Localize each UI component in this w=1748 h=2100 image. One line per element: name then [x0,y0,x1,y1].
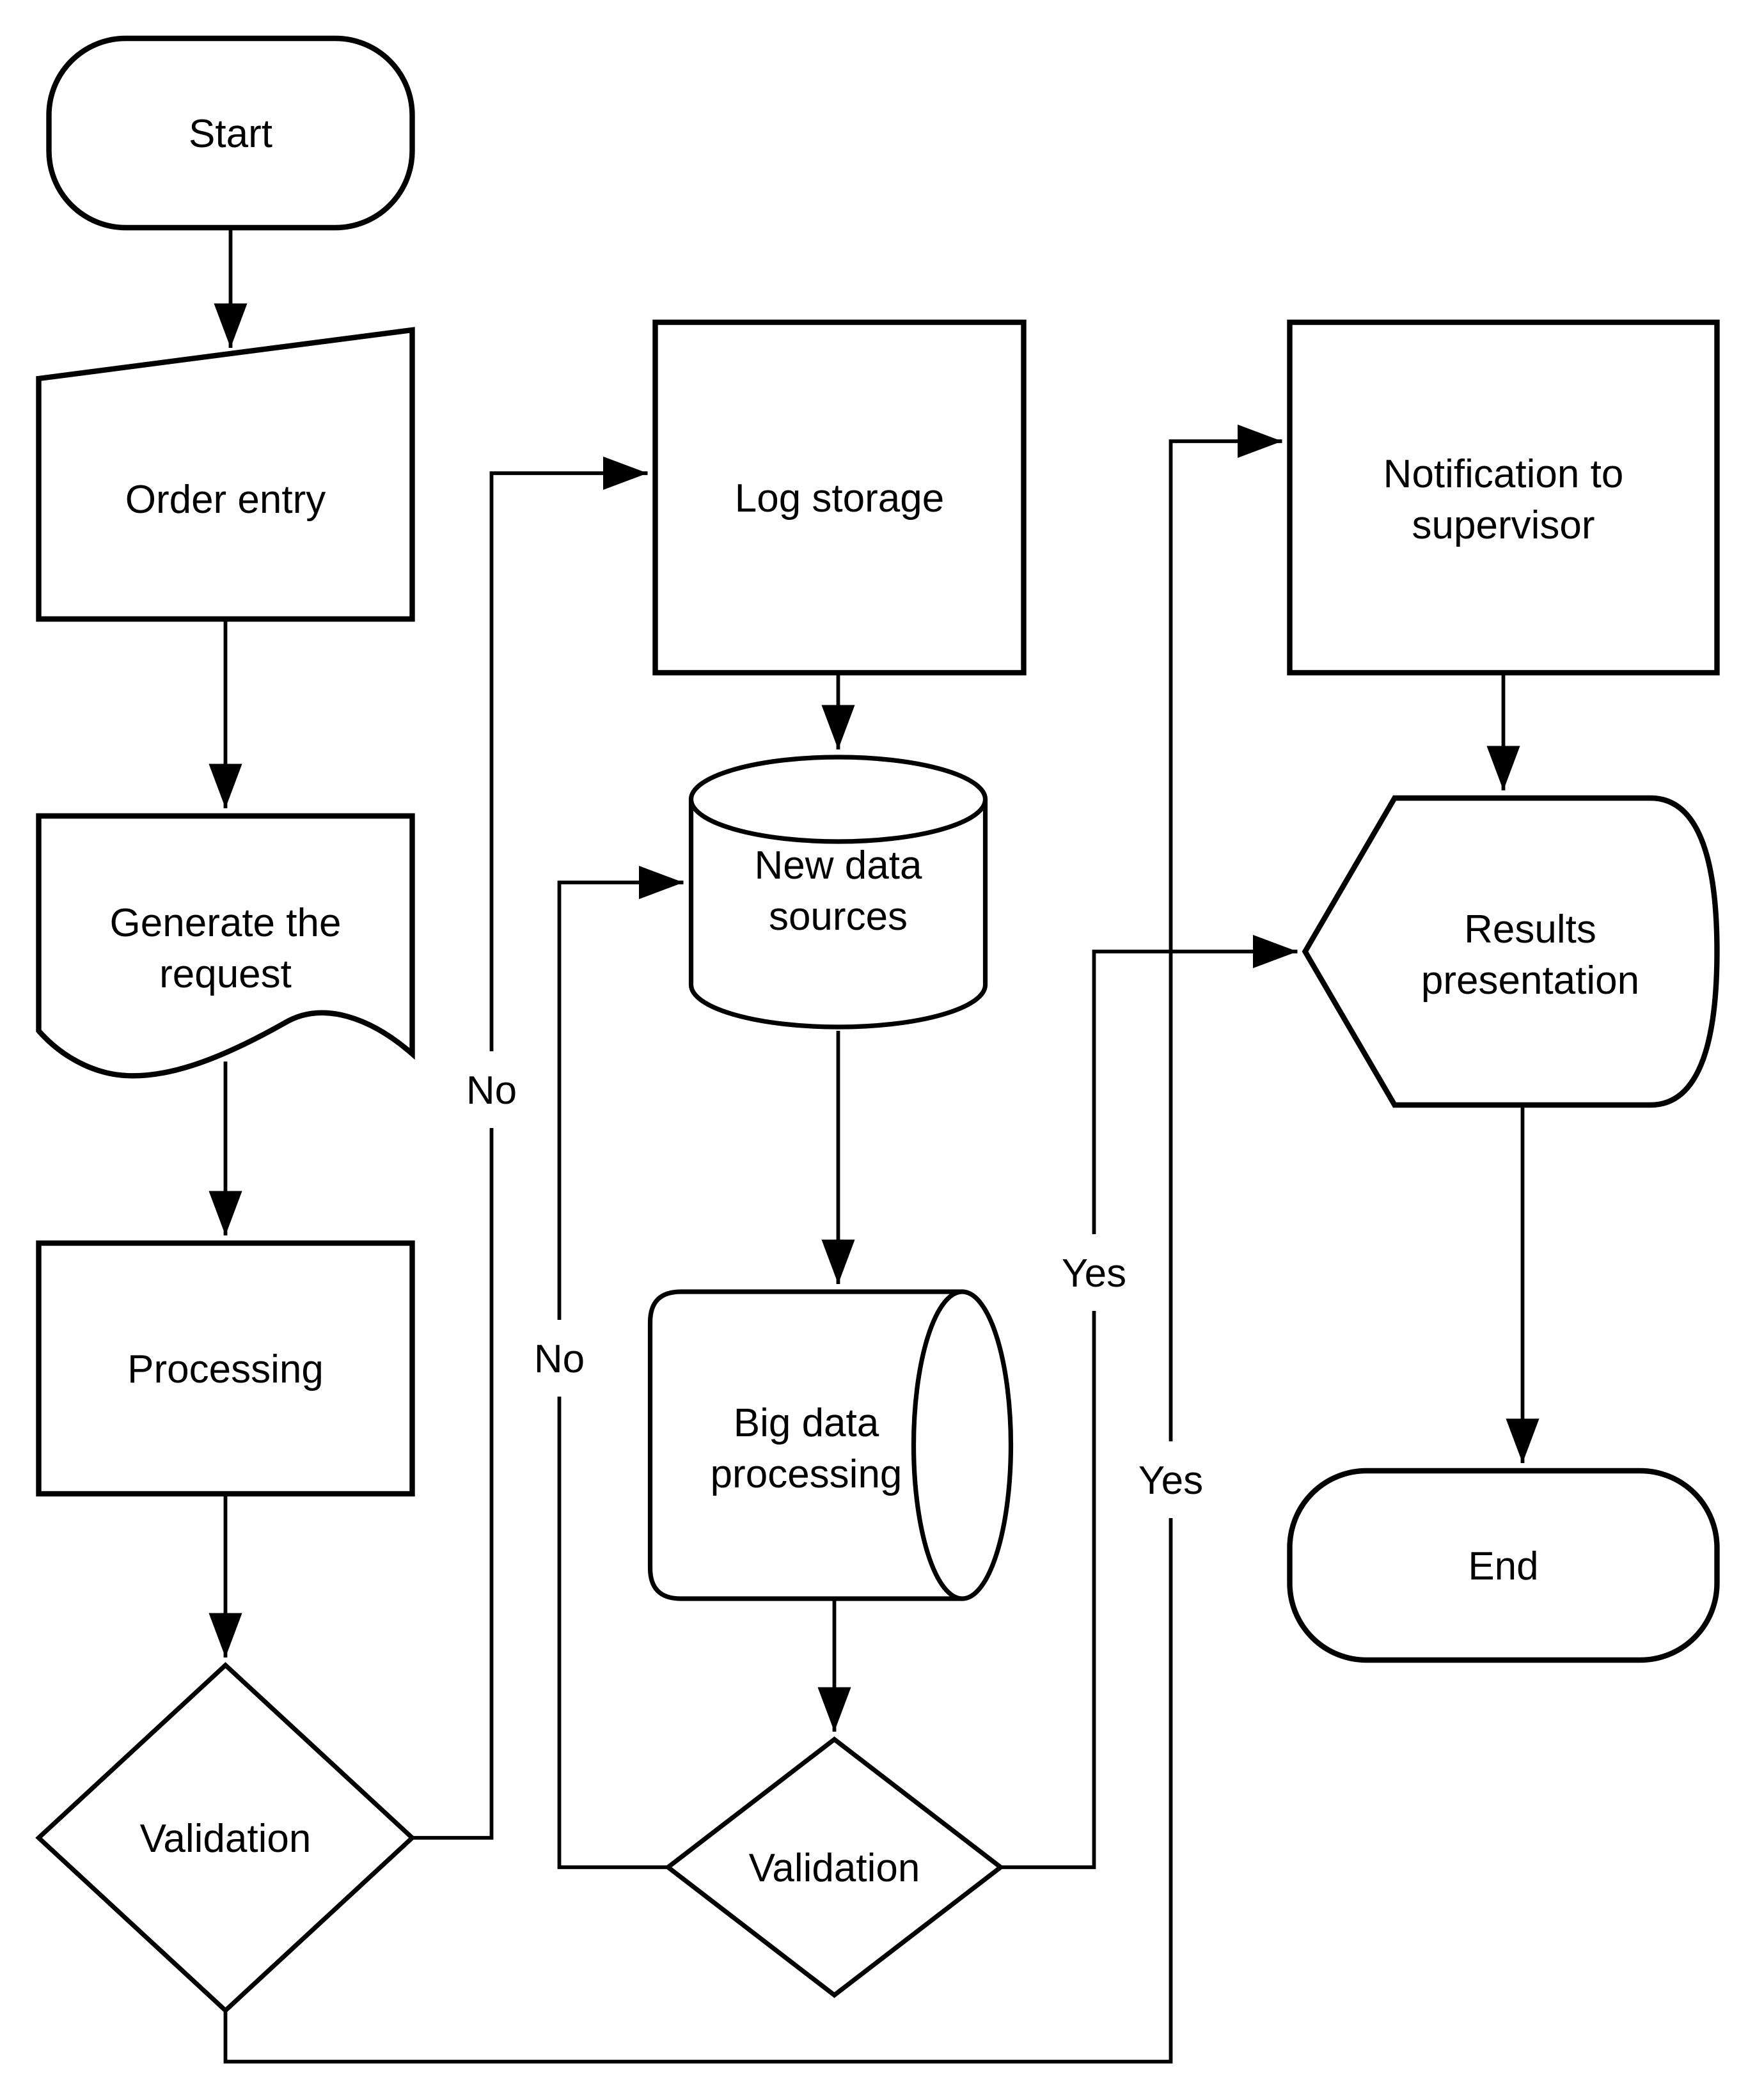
big-data-processing-label-line2: processing [711,1452,902,1496]
processing-rect-shape [36,1240,415,1497]
label-mask-no2 [516,1320,603,1397]
new-data-sources-cylinder-body [688,799,988,1030]
edge-label-yes-validation1: Yes [1138,1459,1203,1503]
order-entry-manual-input-shape [36,327,415,622]
node-notification: Notification to supervisor [1287,319,1720,676]
big-data-processing-label-line1: Big data [734,1401,879,1445]
node-validation1: Validation [35,1662,416,2014]
generate-request-label-line2: request [159,952,292,996]
notification-rect-shape [1287,319,1720,676]
node-start: Start [46,35,415,231]
edge-label-masks [448,1051,1224,1518]
edge-label-yes-validation2: Yes [1062,1251,1126,1296]
label-mask-yes1 [1041,1234,1147,1311]
log-storage-label: Log storage [735,476,944,521]
edge-validation1-yes-to-notification [223,424,1282,2064]
big-data-processing-cylinder-body [647,1289,963,1601]
start-label: Start [189,112,272,156]
node-log-storage: Log storage [652,319,1027,676]
big-data-processing-cylinder-end [911,1289,1014,1601]
node-processing: Processing [36,1240,415,1497]
notification-label-line1: Notification to [1383,452,1624,496]
label-mask-yes2 [1118,1441,1224,1518]
edges-group [209,228,1539,2064]
edge-label-no-validation2: No [534,1337,585,1381]
node-generate-request: Generate the request [36,813,415,1079]
generate-request-label-line1: Generate the [110,901,342,945]
log-storage-rect-shape [652,319,1027,676]
new-data-sources-cylinder-top [688,755,988,844]
results-presentation-label-line1: Results [1464,907,1596,952]
end-terminator-shape [1287,1468,1720,1663]
label-mask-no1 [448,1051,535,1128]
new-data-sources-label-line2: sources [769,895,908,939]
edge-validation1-no-to-log-storage [412,456,648,1840]
edge-labels-group: No No Yes Yes [466,1069,1203,1503]
node-results-presentation: Results presentation [1302,795,1720,1108]
validation1-decision-shape [35,1662,416,2014]
edge-label-no-validation1: No [466,1069,517,1113]
validation2-label: Validation [749,1846,920,1890]
node-validation2: Validation [664,1736,1005,1998]
edge-validation2-yes-to-results-presentation [1000,934,1298,1869]
start-terminator-shape [46,35,415,231]
node-order-entry: Order entry [36,327,415,622]
new-data-sources-label-line1: New data [755,843,922,888]
node-big-data-processing: Big data processing [647,1289,1014,1601]
validation1-label: Validation [140,1817,311,1861]
order-entry-label: Order entry [125,478,326,522]
results-presentation-label-line2: presentation [1421,959,1639,1003]
node-new-data-sources: New data sources [688,755,988,1030]
node-end: End [1287,1468,1720,1663]
results-presentation-display-shape [1302,795,1720,1108]
notification-label-line2: supervisor [1412,503,1595,547]
validation2-decision-shape [664,1736,1005,1998]
generate-request-document-shape [36,813,415,1079]
end-label: End [1468,1544,1538,1588]
processing-label: Processing [127,1347,324,1391]
